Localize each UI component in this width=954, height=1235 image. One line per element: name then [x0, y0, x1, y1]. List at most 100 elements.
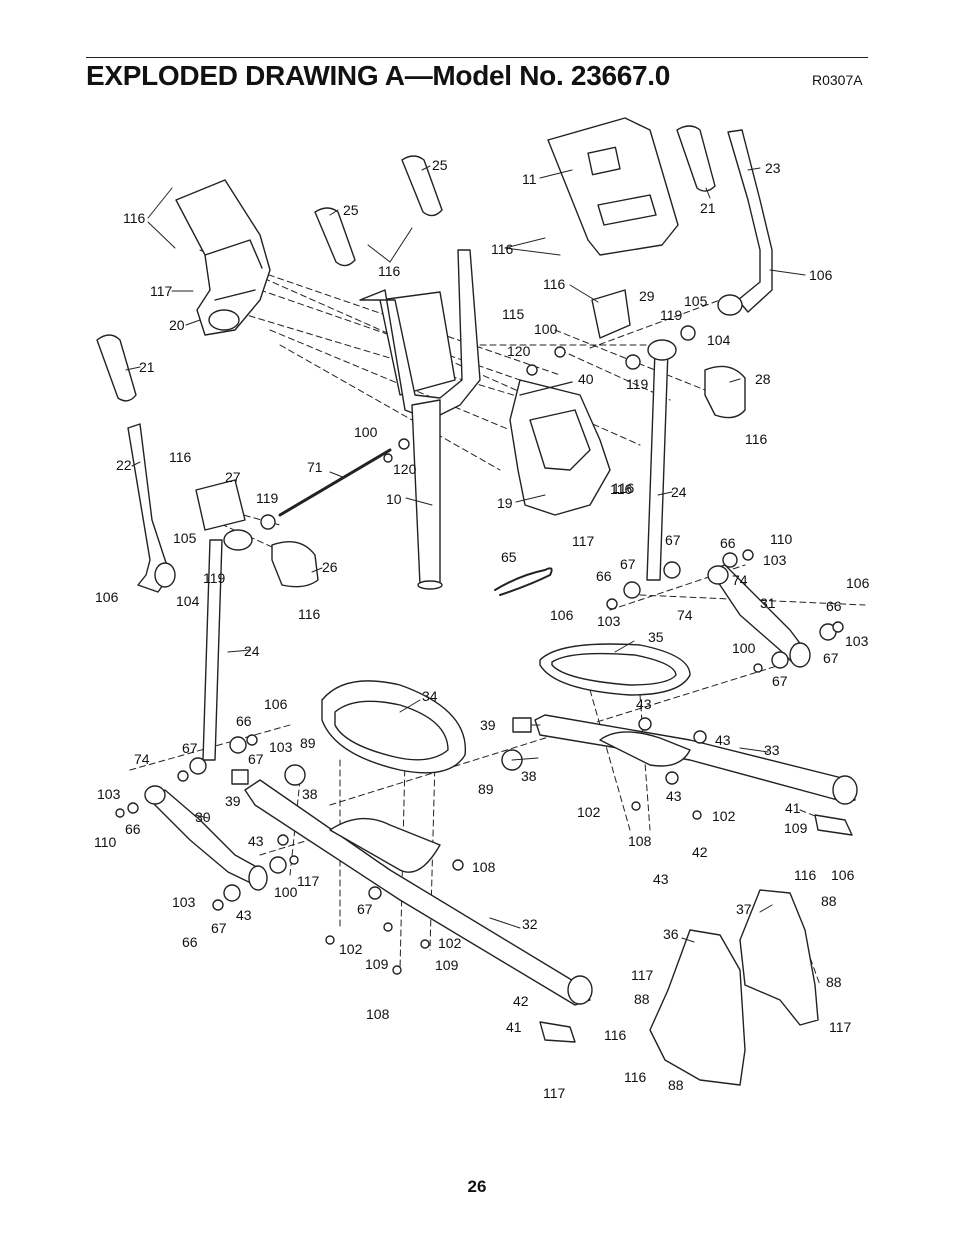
- callout-label: 103: [597, 613, 621, 629]
- callout-label: 100: [354, 424, 378, 440]
- callout-label: 65: [501, 549, 517, 565]
- cover-parts: [195, 289, 746, 588]
- callout-label: 31: [760, 595, 776, 611]
- pedal-arm-parts: [202, 339, 677, 761]
- callout-label: 43: [248, 833, 264, 849]
- callout-label: 117: [543, 1085, 566, 1101]
- callout-label: 66: [182, 934, 198, 950]
- callout-label: 117: [829, 1019, 852, 1035]
- pedal-arm-31: [707, 564, 811, 668]
- callout-label: 39: [480, 717, 496, 733]
- callout-label: 40: [578, 371, 594, 387]
- callout-label: 117: [297, 873, 320, 889]
- pedal-34: [321, 680, 466, 774]
- callout-label: 29: [639, 288, 655, 304]
- callout-label: 108: [628, 833, 652, 849]
- callout-label: 103: [97, 786, 121, 802]
- front-shroud-part: [509, 379, 611, 516]
- callout-label: 103: [269, 739, 293, 755]
- pedal-35: [539, 643, 691, 696]
- callout-label: 105: [684, 293, 708, 309]
- callout-label: 67: [620, 556, 636, 572]
- callout-label: 116: [794, 867, 817, 883]
- callout-label: 43: [636, 696, 652, 712]
- callout-label: 116: [123, 210, 146, 226]
- callout-label: 27: [225, 469, 241, 485]
- callout-label: 32: [522, 916, 538, 932]
- callout-label: 21: [139, 359, 155, 375]
- callout-label: 74: [732, 572, 748, 588]
- callout-label: 36: [663, 926, 679, 942]
- callout-label: 110: [770, 531, 793, 547]
- callout-label: 67: [772, 673, 788, 689]
- callout-label: 116: [169, 449, 192, 465]
- callout-label: 66: [826, 598, 842, 614]
- callout-label: 37: [736, 901, 752, 917]
- callout-label: 100: [534, 321, 558, 337]
- callout-label: 119: [256, 490, 279, 506]
- pedal-rail-32: [244, 779, 593, 1006]
- wire-harness-part: [494, 567, 553, 596]
- callout-label: 41: [506, 1019, 522, 1035]
- callout-label: 102: [577, 804, 601, 820]
- callout-label: 74: [134, 751, 150, 767]
- drawing-code: R0307A: [812, 72, 863, 88]
- console-part: [547, 117, 679, 256]
- callout-label: 33: [764, 742, 780, 758]
- callout-label: 102: [712, 808, 736, 824]
- callout-label: 11: [522, 171, 537, 187]
- leader-lines: [125, 165, 806, 943]
- callout-label: 74: [677, 607, 693, 623]
- callout-label: 67: [211, 920, 227, 936]
- callout-label: 116: [745, 431, 768, 447]
- callout-label: 88: [826, 974, 842, 990]
- callout-label: 116: [624, 1069, 647, 1085]
- callout-label: 28: [755, 371, 771, 387]
- callout-label: 24: [244, 643, 260, 659]
- callout-label: 71: [307, 459, 323, 475]
- callout-label: 109: [435, 957, 459, 973]
- callout-label: 109: [365, 956, 389, 972]
- left-shroud-part: [175, 179, 271, 336]
- callout-label: 89: [300, 735, 316, 751]
- page-title: EXPLODED DRAWING A—Model No. 23667.0: [86, 60, 671, 91]
- callout-label: 102: [438, 935, 462, 951]
- callout-label: 108: [472, 859, 496, 875]
- callout-label: 105: [173, 530, 197, 546]
- callout-label: 34: [422, 688, 438, 704]
- upright-part: [359, 249, 481, 590]
- callout-label: 67: [357, 901, 373, 917]
- callout-label: 20: [169, 317, 185, 333]
- callout-label: 100: [732, 640, 756, 656]
- callout-label: 117: [150, 283, 173, 299]
- callout-label: 66: [125, 821, 141, 837]
- callout-label: 106: [831, 867, 855, 883]
- callout-label: 103: [172, 894, 196, 910]
- callout-label: 115: [502, 306, 525, 322]
- callout-label: 88: [668, 1077, 684, 1093]
- callout-label: 106: [846, 575, 870, 591]
- axle-part: [278, 448, 392, 517]
- callout-label: 66: [596, 568, 612, 584]
- callout-label: 30: [195, 809, 211, 825]
- callout-label: 10: [386, 491, 402, 507]
- callout-label: 116: [491, 241, 514, 257]
- callout-label: 108: [366, 1006, 390, 1022]
- callout-label: 103: [845, 633, 869, 649]
- callout-label: 43: [715, 732, 731, 748]
- callout-label: 110: [94, 834, 117, 850]
- callout-label: 67: [823, 650, 839, 666]
- callout-label: 88: [634, 991, 650, 1007]
- callout-label: 109: [784, 820, 808, 836]
- callout-label: 35: [648, 629, 664, 645]
- pedal-arm-30: [144, 785, 268, 891]
- callout-label: 25: [432, 157, 448, 173]
- callout-label: 116: [543, 276, 566, 292]
- callout-label: 103: [763, 552, 787, 568]
- callout-label: 100: [274, 884, 298, 900]
- callout-label: 43: [236, 907, 252, 923]
- callout-label: 119: [660, 307, 683, 323]
- callout-label: 21: [700, 200, 716, 216]
- callout-label: 43: [666, 788, 682, 804]
- grip-parts: [96, 125, 716, 402]
